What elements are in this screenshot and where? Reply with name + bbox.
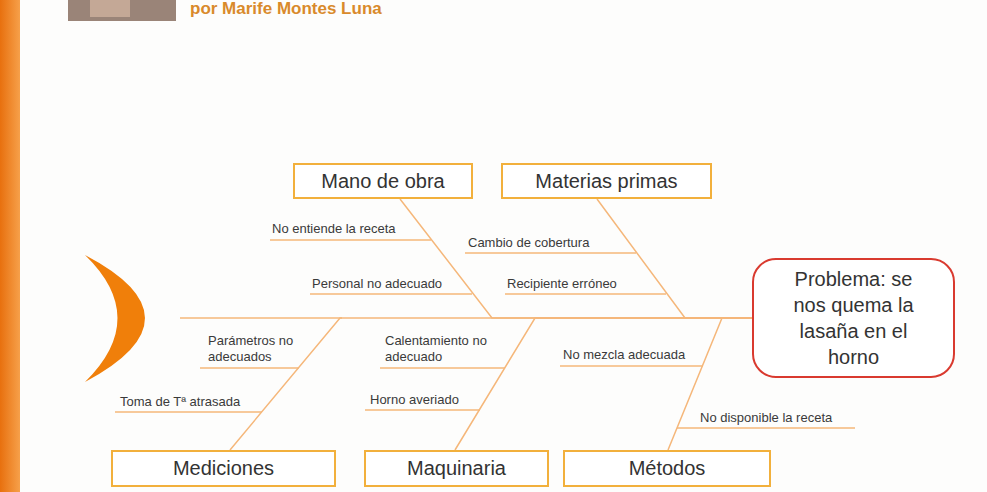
- cause-text: Toma de Tª atrasada: [120, 394, 240, 410]
- category-label: Mano de obra: [321, 170, 444, 193]
- cause-text: Parámetros no adecuados: [208, 333, 308, 365]
- category-label: Métodos: [629, 457, 706, 480]
- fish-tail: [85, 255, 145, 382]
- cause-line: [677, 427, 855, 429]
- cause-text: No mezcla adecuada: [563, 347, 685, 363]
- author-photo: [68, 0, 176, 21]
- category-box: Materias primas: [501, 163, 712, 199]
- cause-line: [200, 367, 299, 369]
- author-credit: por Marife Montes Luna: [190, 0, 382, 18]
- problem-text: Problema: se nos quema la lasaña en el h…: [778, 266, 929, 370]
- category-box: Mediciones: [111, 450, 336, 487]
- cause-text: No entiende la receta: [272, 221, 396, 237]
- cause-text: Calentamiento no adecuado: [385, 333, 503, 365]
- cause-line: [505, 293, 666, 295]
- category-box: Maquinaria: [364, 450, 549, 487]
- cause-line: [560, 365, 703, 367]
- side-bar: [0, 0, 20, 492]
- fish-bone: [668, 318, 752, 450]
- cause-line: [270, 239, 431, 241]
- cause-line: [310, 293, 472, 295]
- category-label: Mediciones: [173, 457, 274, 480]
- cause-text: Recipiente erróneo: [507, 276, 617, 292]
- author-photo-face: [90, 0, 130, 17]
- cause-line: [465, 252, 636, 254]
- cause-line: [365, 409, 480, 411]
- problem-box: Problema: se nos quema la lasaña en el h…: [752, 258, 955, 378]
- category-box: Métodos: [563, 450, 771, 487]
- fish-bone: [455, 318, 752, 450]
- spine-tail: [180, 317, 342, 319]
- category-label: Materias primas: [535, 170, 677, 193]
- cause-line: [115, 411, 262, 413]
- cause-text: Personal no adecuado: [312, 276, 442, 292]
- cause-text: No disponible la receta: [700, 410, 832, 426]
- cause-text: Horno averiado: [370, 392, 459, 408]
- cause-line: [380, 367, 505, 369]
- category-label: Maquinaria: [407, 457, 506, 480]
- fish-bone: [230, 318, 752, 450]
- cause-text: Cambio de cobertura: [468, 235, 589, 251]
- fish-bone: [400, 199, 752, 318]
- fish-bone: [597, 199, 752, 318]
- category-box: Mano de obra: [293, 163, 473, 199]
